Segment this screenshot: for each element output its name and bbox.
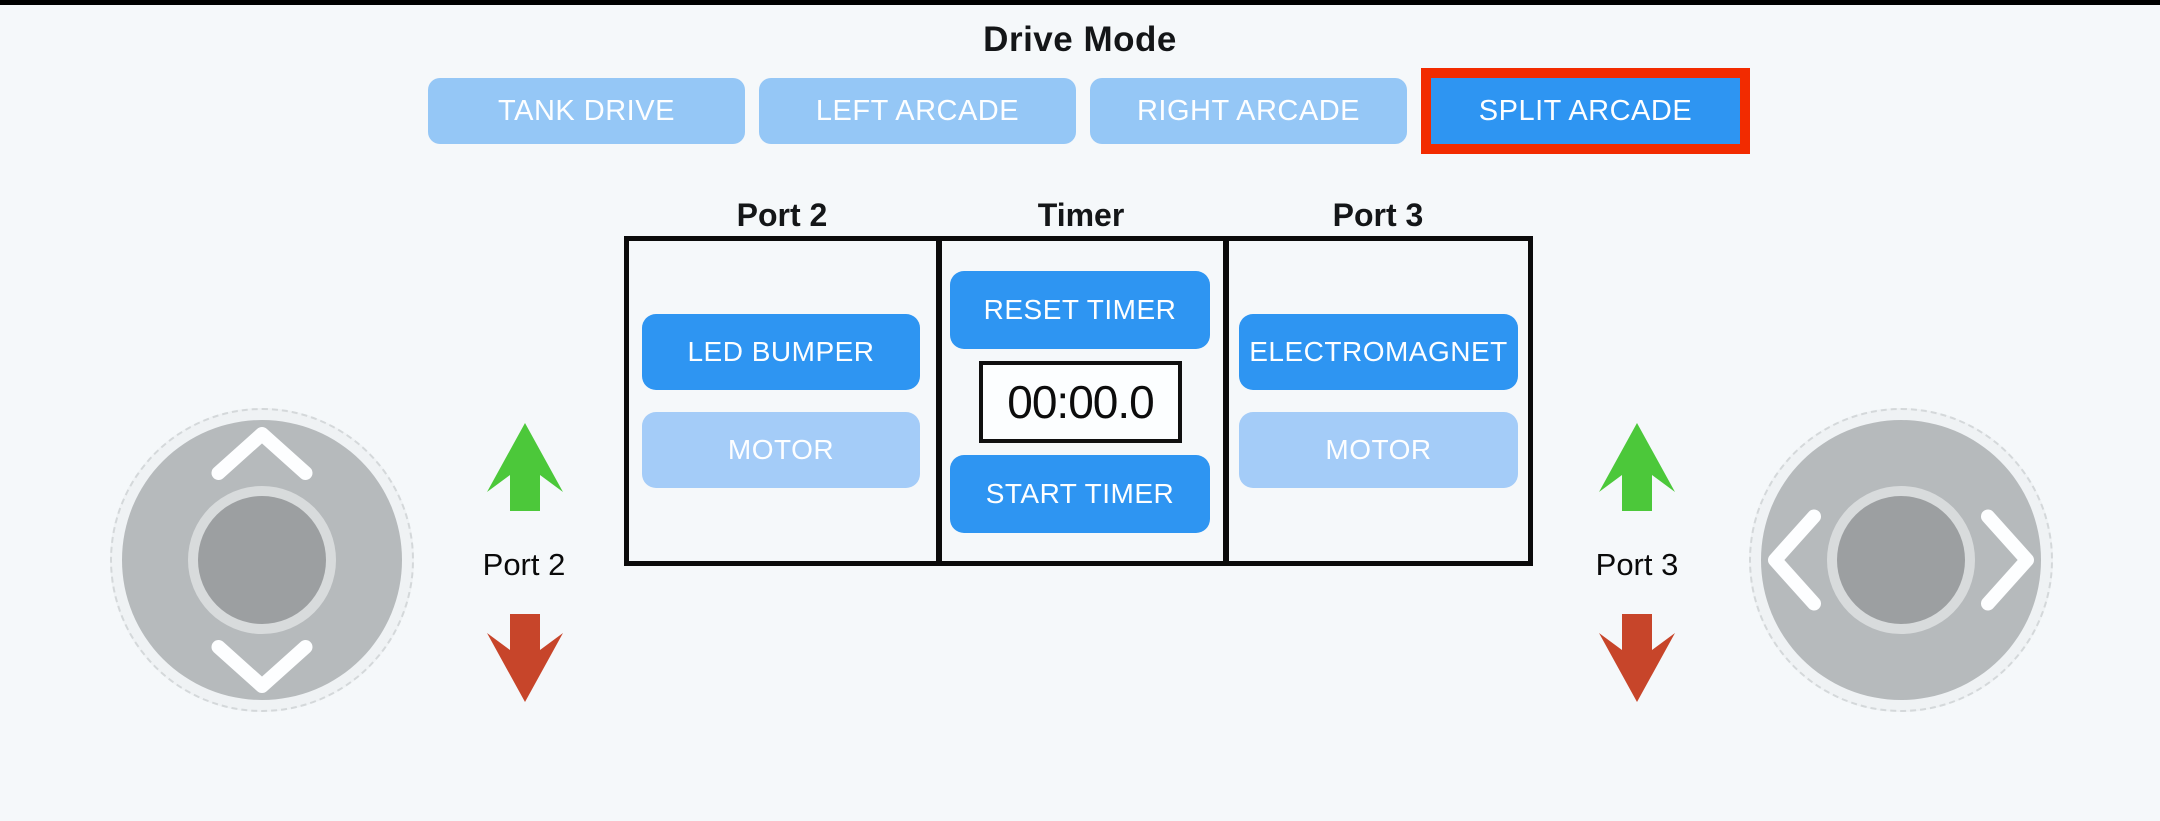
table-column-divider [1223,236,1229,566]
left-joystick[interactable] [110,408,414,712]
port2-column-header: Port 2 [736,197,828,233]
control-table [624,236,1533,566]
electromagnet-button[interactable]: ELECTROMAGNET [1239,314,1518,390]
drive-mode-left-arcade-button[interactable]: LEFT ARCADE [759,78,1076,144]
right-joystick[interactable] [1749,408,2053,712]
table-column-divider [936,236,942,566]
top-black-bar [0,0,2160,5]
green-up-arrow-icon [1599,423,1675,511]
page-title: Drive Mode [983,20,1177,59]
port3-column-header: Port 3 [1332,197,1424,233]
joystick-knob[interactable] [198,496,326,624]
port3-indicator-label: Port 3 [1595,547,1679,582]
drive-mode-right-arcade-button[interactable]: RIGHT ARCADE [1090,78,1407,144]
green-up-arrow-icon [487,423,563,511]
joystick-knob[interactable] [1837,496,1965,624]
port2-indicator-label: Port 2 [482,547,566,582]
motor-port3-button[interactable]: MOTOR [1239,412,1518,488]
drive-mode-split-arcade-button[interactable]: SPLIT ARCADE [1421,68,1750,154]
timer-display: 00:00.0 [979,361,1182,443]
drive-mode-tank-drive-button[interactable]: TANK DRIVE [428,78,745,144]
start-timer-button[interactable]: START TIMER [950,455,1210,533]
red-down-arrow-icon [1599,614,1675,702]
timer-column-header: Timer [1037,197,1125,233]
reset-timer-button[interactable]: RESET TIMER [950,271,1210,349]
led-bumper-button[interactable]: LED BUMPER [642,314,920,390]
motor-port2-button[interactable]: MOTOR [642,412,920,488]
red-down-arrow-icon [487,614,563,702]
